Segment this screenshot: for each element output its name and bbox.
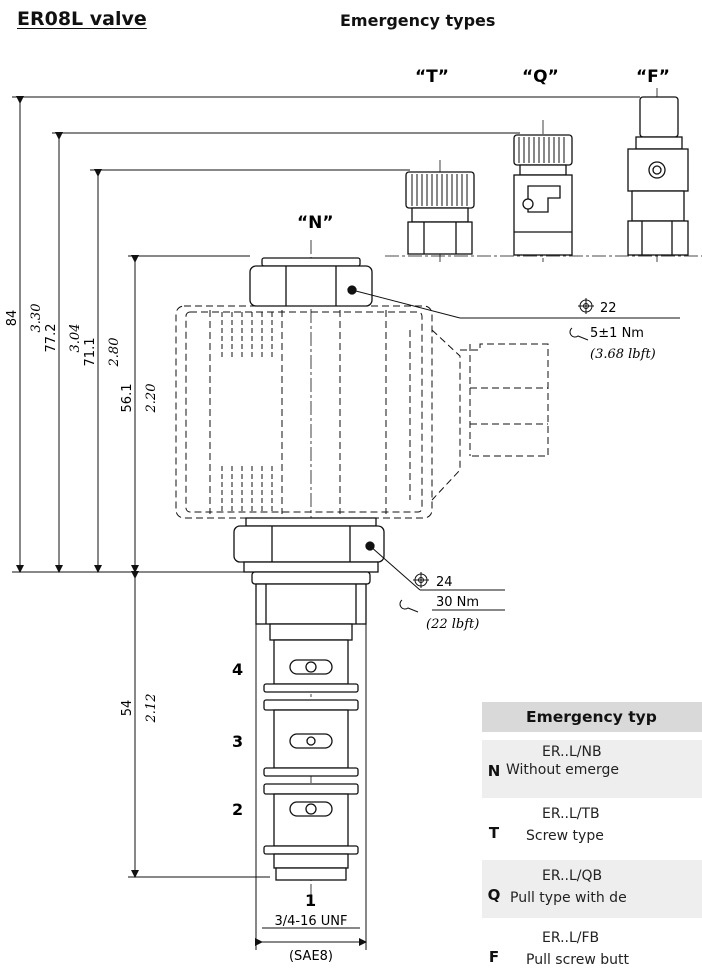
- dim-2-12: 2.12: [144, 694, 159, 724]
- variant-label-f: “F”: [636, 67, 670, 87]
- row-code: F: [488, 948, 500, 966]
- table-header: Emergency typ: [482, 702, 702, 732]
- extension-lines: [12, 96, 640, 878]
- dim-54: 54: [120, 700, 135, 717]
- dim-77-2: 77.2: [44, 324, 59, 353]
- row-description: Pull type with de: [510, 890, 627, 906]
- row-code: T: [488, 824, 500, 842]
- row-description: Without emerge: [506, 762, 620, 778]
- top-nut-torque: 5±1 Nm: [590, 326, 644, 341]
- row-model: ER..L/QB: [542, 868, 603, 884]
- bottom-nut-size: 24: [436, 575, 453, 590]
- port-label-2: 2: [232, 800, 243, 819]
- top-nut-size: 22: [600, 301, 617, 316]
- row-model: ER..L/TB: [542, 806, 600, 822]
- table-row: N ER..L/NB Without emerge: [482, 740, 702, 798]
- row-description: Pull screw butt: [526, 952, 629, 968]
- dimension-lines: [16, 96, 139, 878]
- table-row: Q ER..L/QB Pull type with de: [482, 860, 702, 918]
- dim-2-80: 2.80: [107, 338, 122, 368]
- dim-3-30: 3.30: [29, 304, 44, 333]
- type-q-drawing: [513, 134, 573, 256]
- row-model: ER..L/NB: [542, 744, 602, 760]
- page-title: ER08L valve: [17, 8, 147, 30]
- bottom-nut-callout: [369, 545, 505, 613]
- emergency-types-table: Emergency typ N ER..L/NB Without emerge …: [482, 702, 702, 980]
- top-nut-callout: [351, 289, 680, 341]
- dim-3-04: 3.04: [68, 324, 83, 353]
- row-model: ER..L/FB: [542, 930, 600, 946]
- variant-label-q: “Q”: [522, 67, 559, 87]
- variant-label-n: “N”: [297, 213, 334, 233]
- top-nut: [249, 257, 373, 307]
- dim-2-20: 2.20: [144, 384, 159, 414]
- row-code: Q: [487, 886, 501, 904]
- coil-fins: [221, 312, 273, 512]
- thread-size-label: 3/4-16 UNF: [274, 914, 347, 929]
- dim-56-1: 56.1: [120, 384, 135, 413]
- coil-outline: [175, 305, 549, 519]
- row-description: Screw type: [526, 828, 604, 844]
- variant-label-t: “T”: [415, 67, 449, 87]
- top-nut-torque-imperial: (3.68 lbft): [590, 347, 656, 362]
- type-t-drawing: [405, 171, 475, 255]
- section-subtitle: Emergency types: [340, 11, 496, 30]
- port-label-1: 1: [305, 891, 316, 910]
- port-label-4: 4: [232, 660, 243, 679]
- table-row: F ER..L/FB Pull screw butt: [482, 922, 702, 980]
- thread-dimension: [255, 624, 367, 950]
- type-f-drawing: [627, 96, 689, 256]
- thread-standard-label: (SAE8): [289, 949, 333, 964]
- port-label-3: 3: [232, 732, 243, 751]
- row-code: N: [487, 762, 501, 780]
- bottom-nut-torque: 30 Nm: [436, 595, 479, 610]
- bottom-nut-torque-imperial: (22 lbft): [426, 617, 479, 632]
- dim-71-1: 71.1: [83, 338, 98, 367]
- dim-84: 84: [5, 310, 20, 327]
- table-row: T ER..L/TB Screw type: [482, 798, 702, 856]
- cartridge-body: [233, 517, 385, 881]
